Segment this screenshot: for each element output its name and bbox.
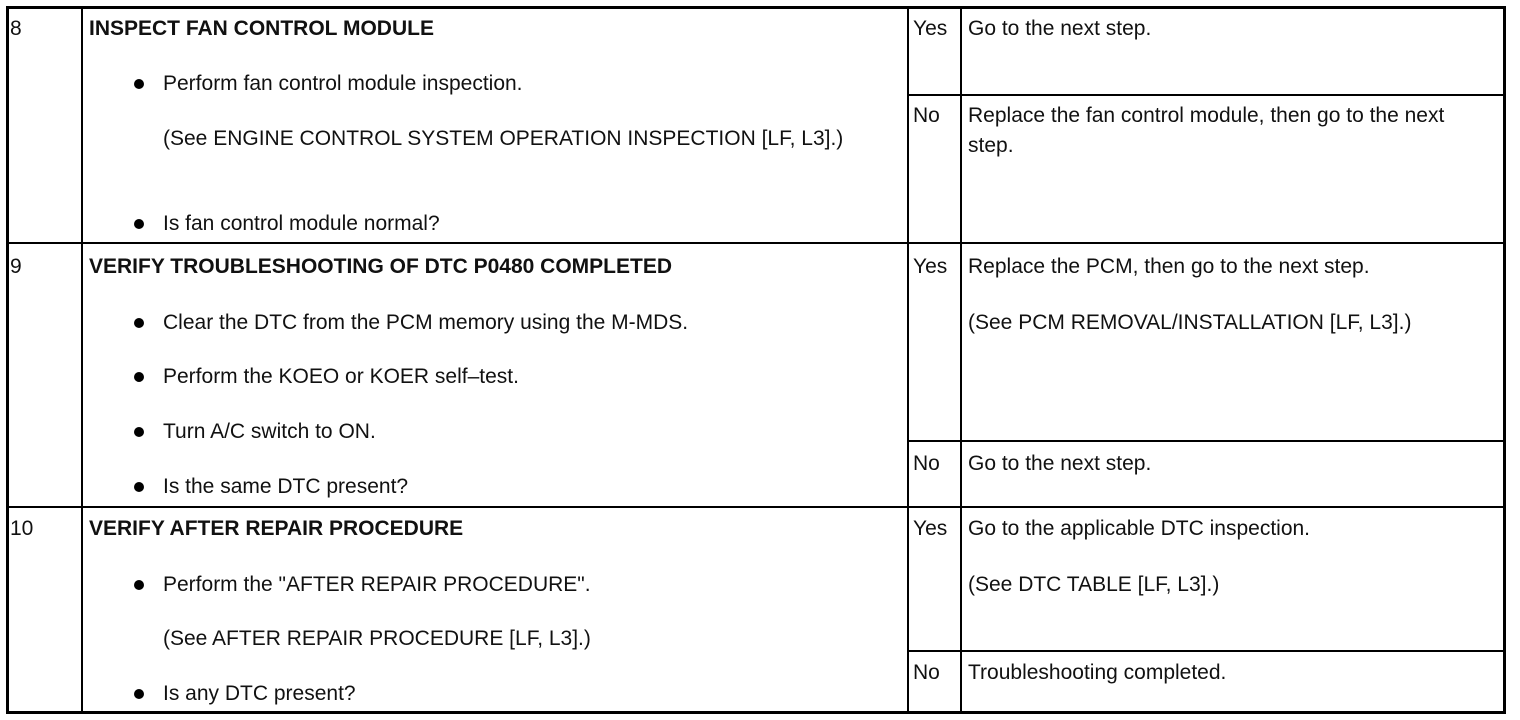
- no-label: No: [913, 452, 940, 475]
- yes-action: Go to the applicable DTC inspection.: [968, 517, 1311, 540]
- step-title: INSPECT FAN CONTROL MODULE: [89, 17, 434, 40]
- step-title: VERIFY TROUBLESHOOTING OF DTC P0480 COMP…: [89, 255, 673, 278]
- yes-reference: (See PCM REMOVAL/INSTALLATION [LF, L3].): [968, 311, 1412, 334]
- no-action: Troubleshooting completed.: [968, 661, 1227, 684]
- yes-reference: (See DTC TABLE [LF, L3].): [968, 573, 1220, 596]
- column-divider-step: [81, 6, 83, 714]
- column-divider-action: [960, 6, 962, 714]
- step-title: VERIFY AFTER REPAIR PROCEDURE: [89, 517, 464, 540]
- yes-label: Yes: [913, 255, 948, 278]
- step-number: 10: [10, 517, 34, 540]
- row-divider-step-9: [6, 242, 1506, 244]
- no-label: No: [913, 661, 940, 684]
- column-divider-answer: [907, 6, 909, 714]
- bullet-icon: [134, 580, 144, 590]
- row-divider-step-10: [6, 506, 1506, 508]
- step-instruction: Perform the "AFTER REPAIR PROCEDURE".: [163, 573, 591, 596]
- yes-action: Replace the PCM, then go to the next ste…: [968, 255, 1370, 278]
- bullet-icon: [134, 79, 144, 89]
- bullet-icon: [134, 427, 144, 437]
- troubleshooting-table: [6, 6, 1506, 714]
- step-instruction: Turn A/C switch to ON.: [163, 420, 376, 443]
- yes-action: Go to the next step.: [968, 17, 1152, 40]
- yes-label: Yes: [913, 517, 948, 540]
- step-question: Is the same DTC present?: [163, 475, 409, 498]
- step-instruction: Perform the KOEO or KOER self–test.: [163, 365, 519, 388]
- no-action: Replace the fan control module, then go …: [968, 104, 1445, 157]
- step-instruction: Perform fan control module inspection.: [163, 72, 523, 95]
- no-action: Go to the next step.: [968, 452, 1152, 475]
- bullet-icon: [134, 689, 144, 699]
- no-label: No: [913, 104, 940, 127]
- yes-no-divider-step-8: [907, 94, 1506, 96]
- yes-no-divider-step-10: [907, 650, 1506, 652]
- bullet-icon: [134, 318, 144, 328]
- yes-label: Yes: [913, 17, 948, 40]
- bullet-icon: [134, 482, 144, 492]
- step-number: 9: [10, 255, 22, 278]
- step-question: Is any DTC present?: [163, 682, 356, 705]
- yes-no-divider-step-9: [907, 440, 1506, 442]
- step-reference: (See AFTER REPAIR PROCEDURE [LF, L3].): [163, 627, 591, 650]
- bullet-icon: [134, 219, 144, 229]
- step-reference: (See ENGINE CONTROL SYSTEM OPERATION INS…: [163, 127, 844, 150]
- step-instruction: Clear the DTC from the PCM memory using …: [163, 311, 689, 334]
- step-number: 8: [10, 17, 22, 40]
- bullet-icon: [134, 372, 144, 382]
- step-question: Is fan control module normal?: [163, 212, 440, 235]
